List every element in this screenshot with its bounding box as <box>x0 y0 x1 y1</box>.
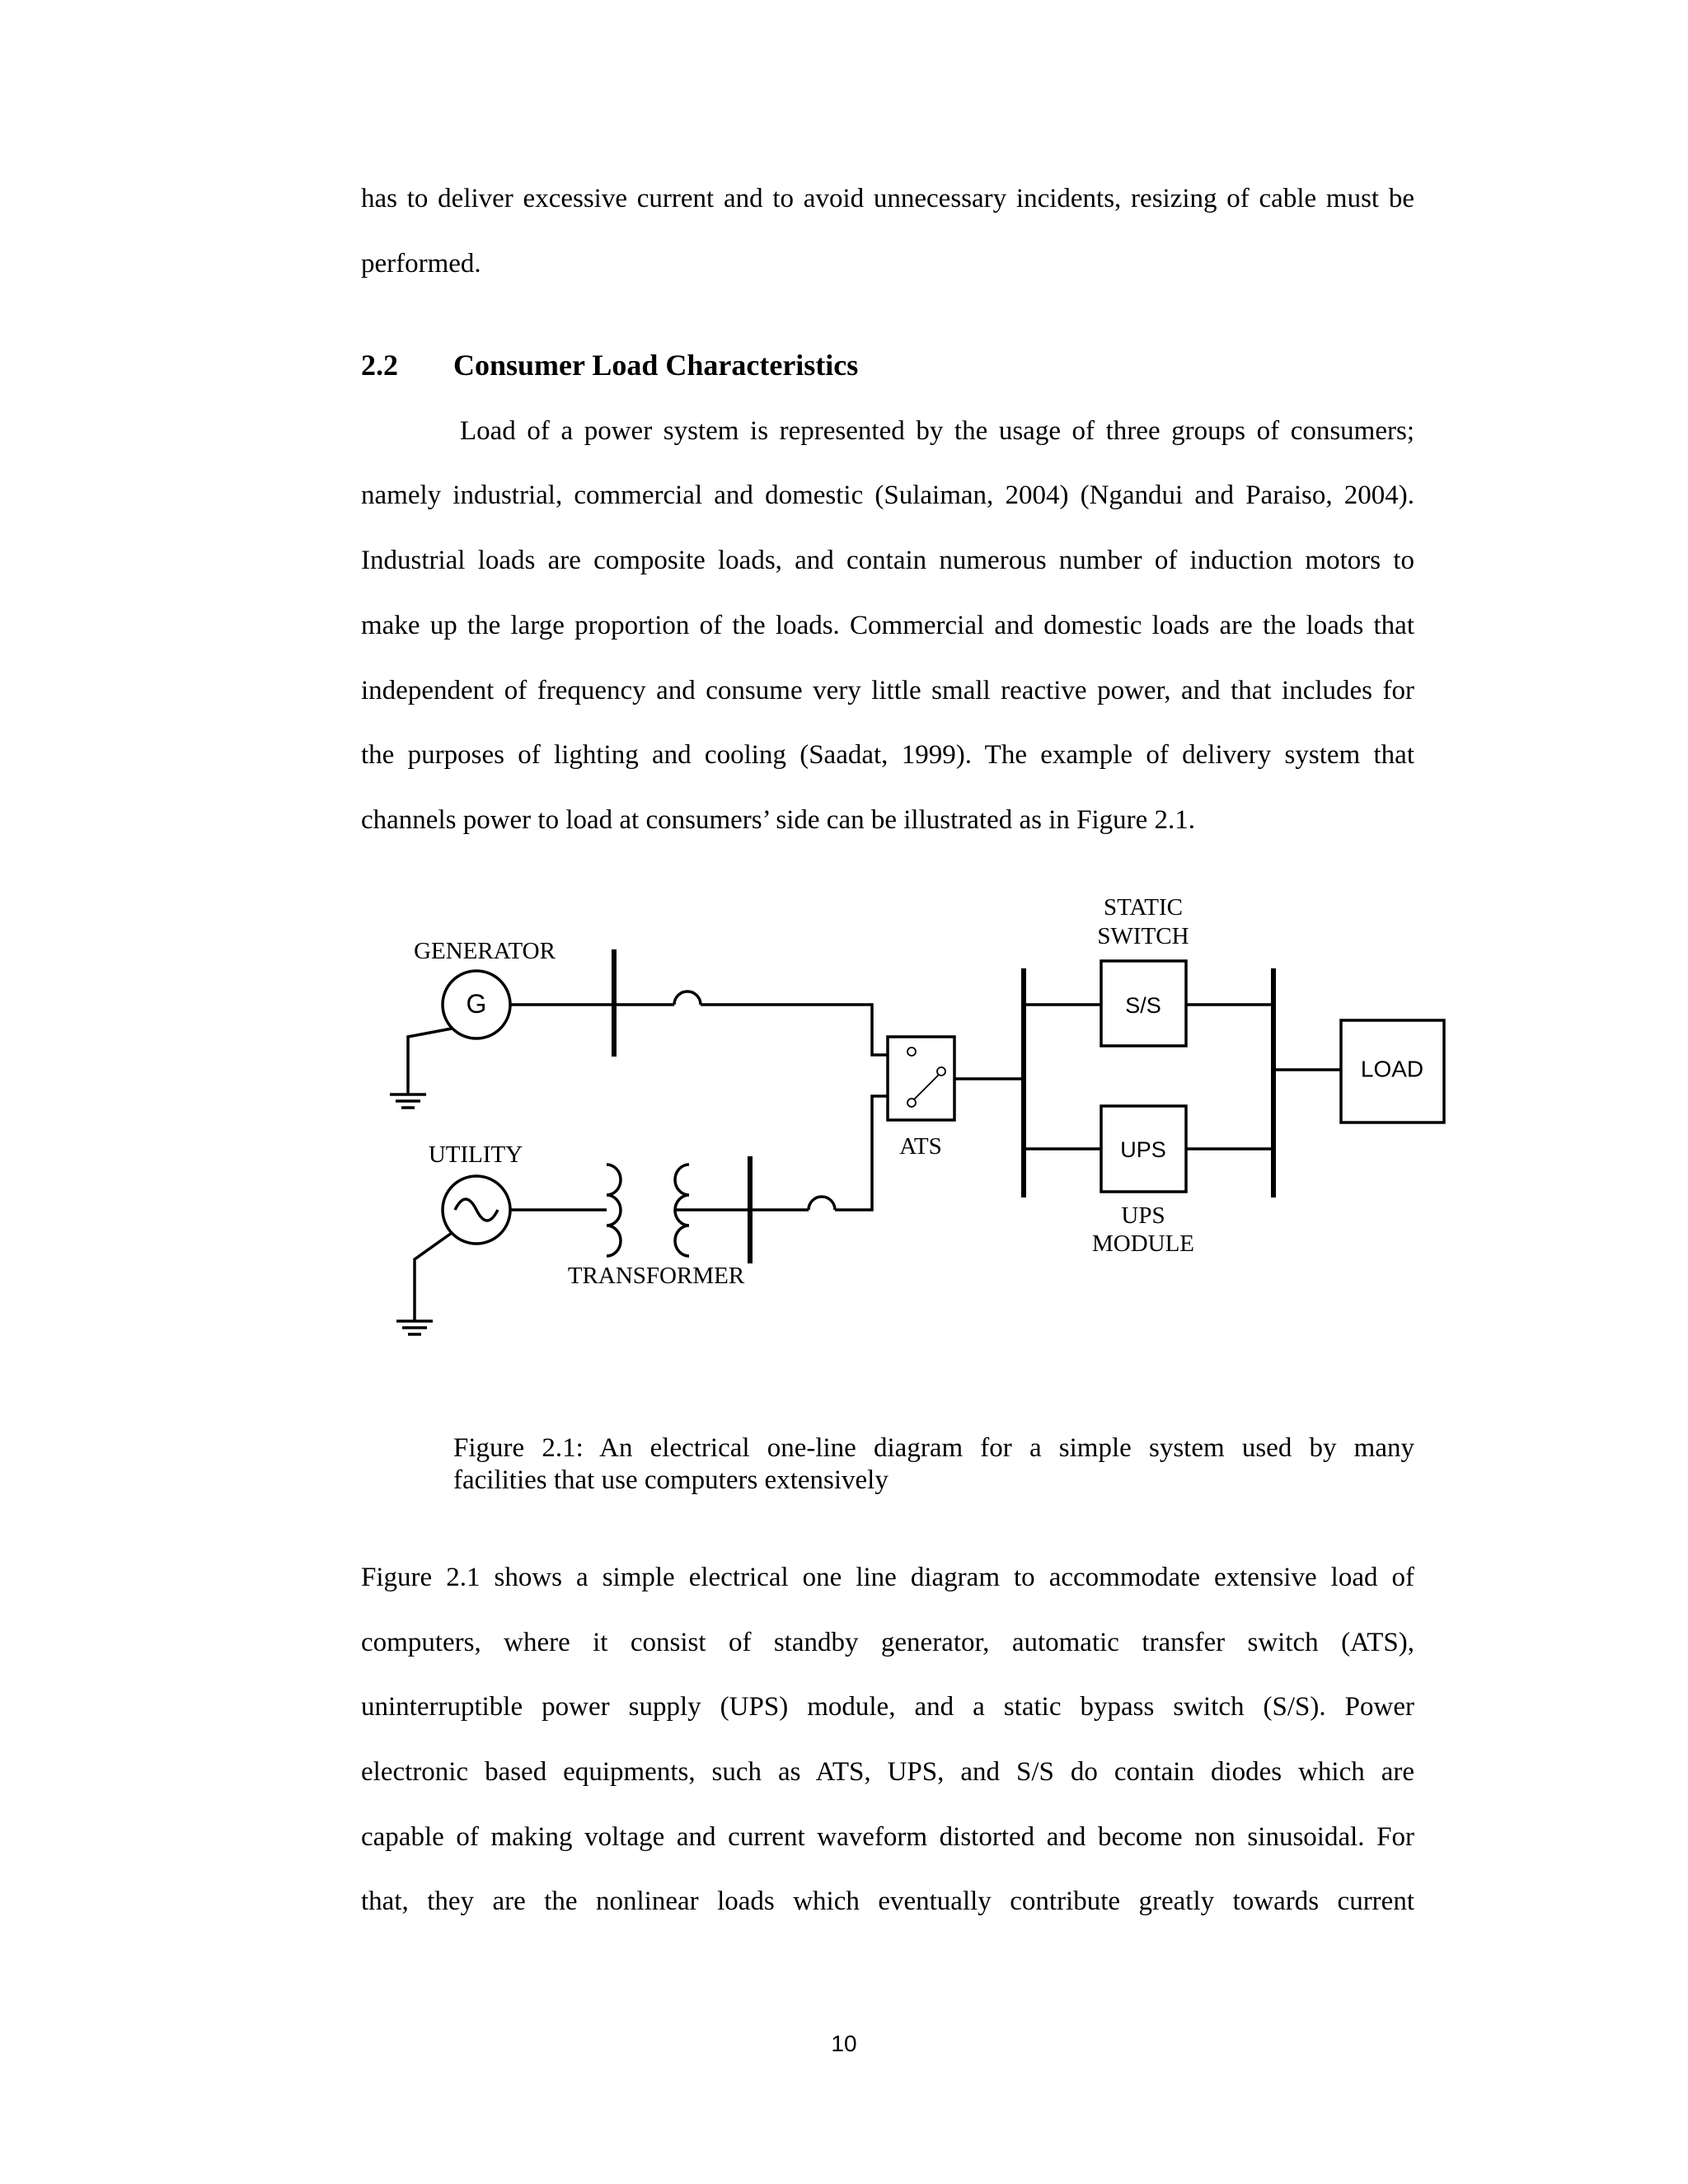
ss-box-label: S/S <box>1125 993 1161 1018</box>
generator-to-ats-line <box>701 1003 888 1057</box>
utility-to-ats-line <box>835 1094 888 1212</box>
paragraph-2-line-2: computers, where it consist of standby g… <box>361 1628 1414 1657</box>
generator-ground-lead <box>406 1027 452 1094</box>
ats-label: ATS <box>899 1133 942 1160</box>
paragraph-2-line-6: that, they are the nonlinear loads which… <box>361 1886 1414 1916</box>
ups-module-label-2: MODULE <box>1092 1230 1194 1257</box>
load-box <box>1339 1019 1446 1124</box>
switch-icon <box>913 1074 940 1100</box>
ups-module-label-1: UPS <box>1121 1202 1165 1229</box>
transformer-label: TRANSFORMER <box>568 1263 745 1289</box>
utility-label: UTILITY <box>429 1141 523 1168</box>
section-number: 2.2 <box>361 349 398 382</box>
static-switch-label-2: SWITCH <box>1097 923 1189 949</box>
paragraph-1-line-3: Industrial loads are composite loads, an… <box>361 546 1414 575</box>
ac-wave-icon <box>453 1197 499 1222</box>
figure-caption-line-2: facilities that use computers extensivel… <box>453 1465 889 1495</box>
generator-label: GENERATOR <box>414 938 556 964</box>
paragraph-1-line-1: Load of a power system is represented by… <box>460 416 1414 446</box>
paragraph-1-line-7: channels power to load at consumers’ sid… <box>361 805 1196 835</box>
paragraph-1-line-2: namely industrial, commercial and domest… <box>361 480 1414 510</box>
paragraph-2-line-1: Figure 2.1 shows a simple electrical one… <box>361 1563 1414 1592</box>
utility-ground-lead <box>413 1231 453 1321</box>
page-number: 10 <box>831 2031 857 2056</box>
transformer-primary-coil <box>606 1163 622 1258</box>
ups-box-label: UPS <box>1120 1137 1166 1162</box>
ats-box <box>886 1035 956 1122</box>
paragraph-1-line-5: independent of frequency and consume ver… <box>361 676 1414 705</box>
paragraph-2-line-3: uninterruptible power supply (UPS) modul… <box>361 1692 1414 1722</box>
figure-caption-line-1: Figure 2.1: An electrical one-line diagr… <box>453 1433 1414 1463</box>
static-switch-label-1: STATIC <box>1104 894 1183 921</box>
utility-breaker-icon <box>807 1195 837 1211</box>
paragraph-2-line-5: capable of making voltage and current wa… <box>361 1822 1414 1852</box>
paragraph-1-line-4: make up the large proportion of the load… <box>361 611 1414 640</box>
load-box-label: LOAD <box>1361 1056 1423 1081</box>
generator-symbol-label: G <box>467 989 487 1019</box>
paragraph-top-line-2: performed. <box>361 249 481 279</box>
paragraph-top-line-1: has to deliver excessive current and to … <box>361 184 1414 213</box>
paragraph-2-line-4: electronic based equipments, such as ATS… <box>361 1757 1414 1787</box>
generator-breaker-icon <box>673 990 702 1005</box>
section-title: Consumer Load Characteristics <box>453 349 859 382</box>
paragraph-1-line-6: the purposes of lighting and cooling (Sa… <box>361 740 1414 770</box>
